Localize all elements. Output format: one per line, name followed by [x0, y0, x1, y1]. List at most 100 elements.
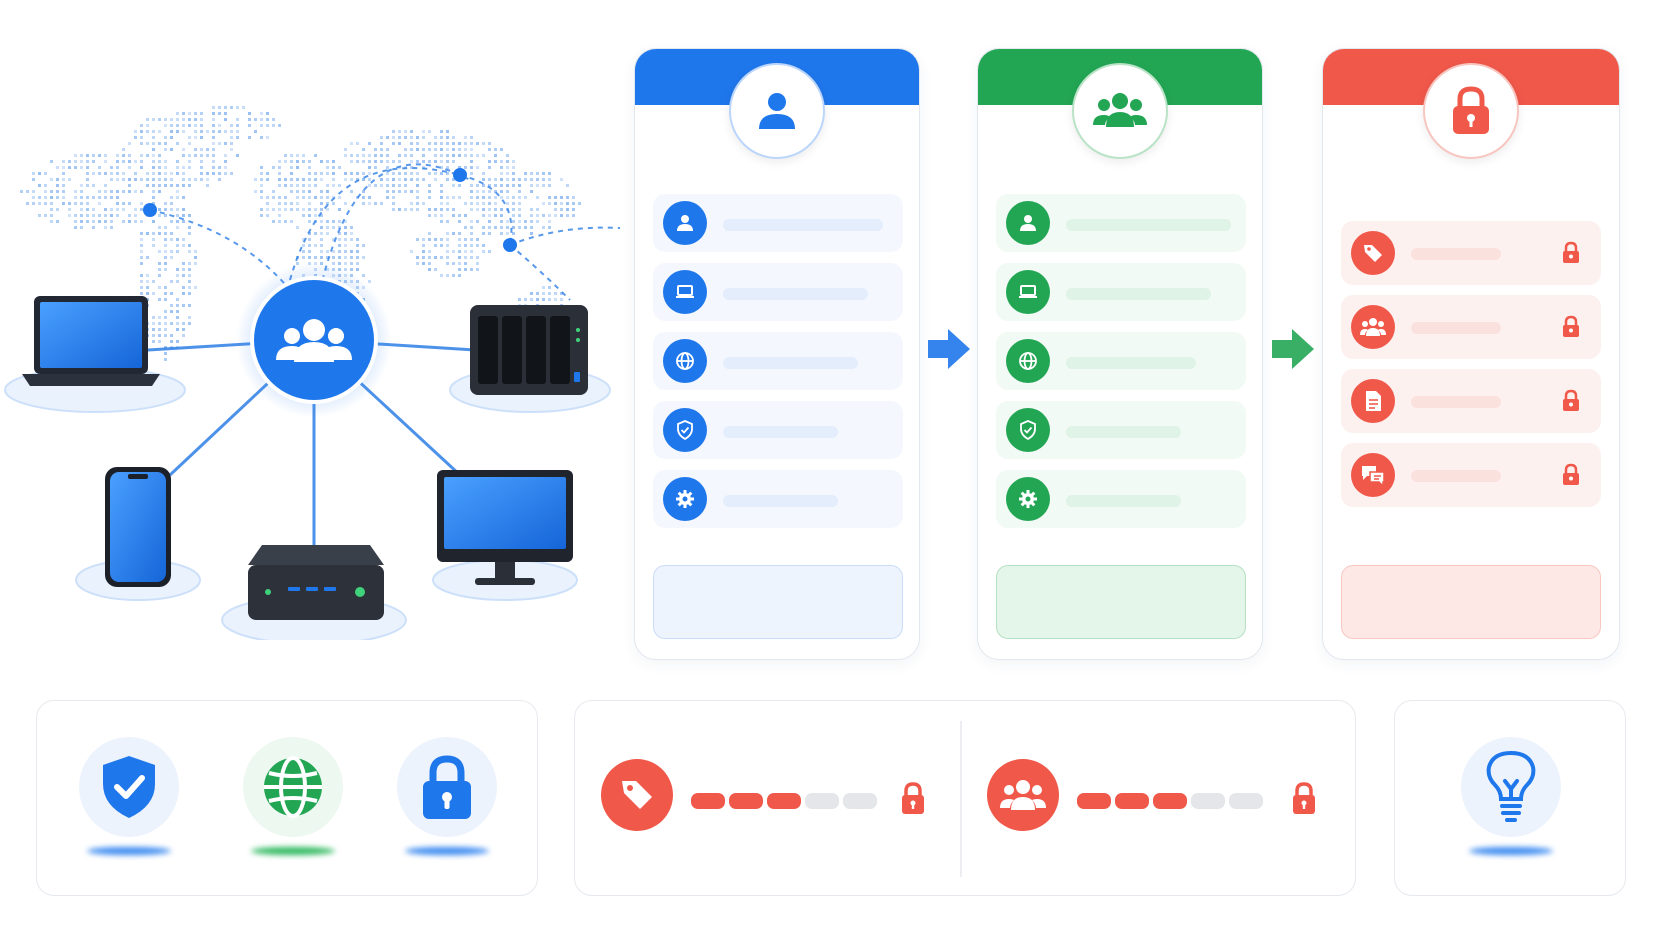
users-group-icon — [1093, 93, 1147, 127]
level-segment-empty — [1191, 793, 1225, 809]
placeholder-bar — [723, 357, 858, 369]
user-role-card[interactable] — [634, 48, 920, 660]
placeholder-bar — [1066, 357, 1196, 369]
user-icon — [1006, 201, 1050, 245]
lock-icon — [423, 755, 471, 819]
lock-icon — [1563, 241, 1579, 263]
arrow-right-icon — [1272, 329, 1314, 369]
placeholder-bar — [1066, 288, 1211, 300]
lock-icon — [1563, 389, 1579, 411]
placeholder-bar — [1066, 219, 1231, 231]
list-item[interactable] — [996, 401, 1246, 459]
level-segment-filled — [1115, 793, 1149, 809]
placeholder-bar — [1411, 470, 1501, 482]
shield-check-icon — [103, 756, 155, 818]
laptop-icon — [1006, 270, 1050, 314]
tag-badge — [601, 759, 673, 831]
laptop-icon — [663, 270, 707, 314]
users-group-badge — [987, 759, 1059, 831]
glow-bar — [1469, 847, 1553, 855]
level-segment-filled — [729, 793, 763, 809]
level-segment-empty — [843, 793, 877, 809]
list-item[interactable] — [1341, 369, 1601, 433]
list-item[interactable] — [653, 470, 903, 528]
shield-icon — [1006, 408, 1050, 452]
level-segment-filled — [691, 793, 725, 809]
card-footer-button[interactable] — [996, 565, 1246, 639]
globe-icon — [264, 756, 322, 818]
map-pin — [453, 168, 467, 182]
smartphone-device — [105, 467, 171, 587]
users-group-icon — [1000, 780, 1046, 810]
lock-icon — [902, 782, 924, 814]
glow-bar — [87, 847, 171, 855]
list-item[interactable] — [996, 194, 1246, 252]
card-footer-button[interactable] — [653, 565, 903, 639]
nas-device — [470, 305, 588, 395]
list-item[interactable] — [996, 263, 1246, 321]
level-segment-filled — [1153, 793, 1187, 809]
lock-icon — [1453, 86, 1489, 134]
card-footer-button[interactable] — [1341, 565, 1601, 639]
globe-icon — [663, 339, 707, 383]
tag-icon — [1351, 231, 1395, 275]
document-icon — [1351, 379, 1395, 423]
tag-icon — [622, 781, 652, 809]
glow-bar — [405, 847, 489, 855]
map-pin — [503, 238, 517, 252]
desktop-monitor-device — [437, 470, 573, 585]
placeholder-bar — [1411, 248, 1501, 260]
level-segment-filled — [767, 793, 801, 809]
placeholder-bar — [1066, 495, 1181, 507]
list-item[interactable] — [1341, 443, 1601, 507]
panel-divider — [960, 721, 962, 877]
network-diagram — [0, 0, 620, 640]
users-group-icon — [276, 319, 352, 362]
placeholder-bar — [723, 426, 838, 438]
restricted-role-card[interactable] — [1322, 48, 1620, 660]
group-role-card[interactable] — [977, 48, 1263, 660]
list-item[interactable] — [653, 263, 903, 321]
list-item[interactable] — [653, 194, 903, 252]
group-avatar — [1072, 63, 1168, 159]
list-item[interactable] — [653, 332, 903, 390]
lock-avatar — [1423, 63, 1519, 159]
lock-badge — [397, 737, 497, 837]
level-segment-filled — [1077, 793, 1111, 809]
chat-icon — [1351, 453, 1395, 497]
level-segment-empty — [805, 793, 839, 809]
users-group-icon — [1351, 305, 1395, 349]
user-icon — [663, 201, 707, 245]
list-item[interactable] — [996, 470, 1246, 528]
gear-icon — [663, 477, 707, 521]
user-avatar — [729, 63, 825, 159]
shield-icon — [663, 408, 707, 452]
map-pin — [143, 203, 157, 217]
arrow-right-icon — [928, 329, 970, 369]
laptop-device — [22, 296, 160, 386]
user-icon — [759, 93, 795, 129]
placeholder-bar — [723, 219, 883, 231]
placeholder-bar — [1411, 396, 1501, 408]
shield-badge — [79, 737, 179, 837]
lightbulb-icon — [1486, 750, 1536, 822]
placeholder-bar — [1066, 426, 1181, 438]
permissions-panel — [574, 700, 1356, 896]
lock-icon — [1563, 315, 1579, 337]
globe-icon — [1006, 339, 1050, 383]
list-item[interactable] — [996, 332, 1246, 390]
features-panel — [36, 700, 538, 896]
placeholder-bar — [723, 495, 838, 507]
placeholder-bar — [1411, 322, 1501, 334]
tip-panel — [1394, 700, 1626, 896]
list-item[interactable] — [1341, 295, 1601, 359]
lightbulb-badge — [1461, 737, 1561, 837]
glow-bar — [251, 847, 335, 855]
list-item[interactable] — [1341, 221, 1601, 285]
mini-pc-device — [248, 545, 384, 620]
level-segment-empty — [1229, 793, 1263, 809]
lock-icon — [1293, 782, 1315, 814]
globe-badge — [243, 737, 343, 837]
placeholder-bar — [723, 288, 868, 300]
list-item[interactable] — [653, 401, 903, 459]
